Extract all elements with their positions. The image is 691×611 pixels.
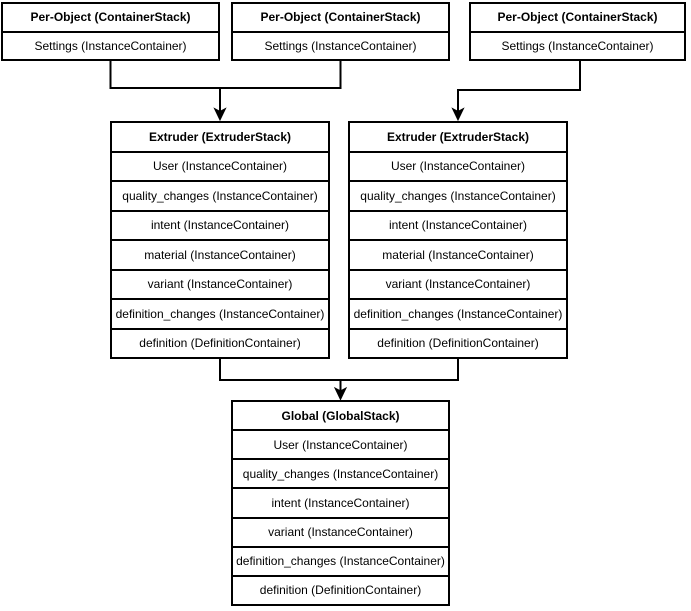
edge-extruder-2-arrowhead-icon	[451, 107, 465, 122]
extruder-stack-1-row-material: material (InstanceContainer)	[112, 241, 328, 271]
per-object-stack-2-row-settings: Settings (InstanceContainer)	[264, 38, 417, 53]
per-object-stack-1-title: Per-Object (ContainerStack)	[3, 4, 218, 33]
extruder-stack-2: Extruder (ExtruderStack) User (InstanceC…	[348, 121, 568, 359]
global-stack-row-intent: intent (InstanceContainer)	[233, 489, 448, 519]
extruder-stack-2-row-user: User (InstanceContainer)	[350, 153, 566, 182]
per-object-stack-2: Per-Object (ContainerStack) Settings (In…	[231, 2, 450, 61]
extruder-stack-2-row-material: material (InstanceContainer)	[350, 241, 566, 271]
extruder-stack-1-row-definition: definition (DefinitionContainer)	[139, 336, 301, 351]
edge-extruder-2-global-line	[340, 359, 459, 381]
per-object-stack-2-title: Per-Object (ContainerStack)	[233, 4, 448, 33]
extruder-stack-2-title: Extruder (ExtruderStack)	[350, 123, 566, 153]
global-stack-row-quality-changes: quality_changes (InstanceContainer)	[233, 460, 448, 490]
edge-global-arrowhead-icon	[333, 386, 348, 401]
extruder-stack-2-row-definition-changes: definition_changes (InstanceContainer)	[350, 300, 566, 330]
edge-extruder-1-global-line	[219, 359, 342, 391]
extruder-stack-2-row-variant: variant (InstanceContainer)	[350, 271, 566, 300]
extruder-stack-1-row-definition-changes: definition_changes (InstanceContainer)	[112, 300, 328, 330]
per-object-stack-3-title: Per-Object (ContainerStack)	[471, 4, 684, 33]
per-object-stack-1-row-settings: Settings (InstanceContainer)	[34, 38, 187, 53]
global-stack-row-definition: definition (DefinitionContainer)	[259, 583, 422, 598]
edge-extruder-1-arrowhead-icon	[213, 107, 227, 122]
extruder-stack-1-row-intent: intent (InstanceContainer)	[112, 212, 328, 241]
per-object-stack-3-row-settings: Settings (InstanceContainer)	[501, 38, 654, 53]
global-stack-row-definition-changes: definition_changes (InstanceContainer)	[233, 548, 448, 577]
global-stack-row-variant: variant (InstanceContainer)	[233, 519, 448, 548]
extruder-stack-1-row-quality-changes: quality_changes (InstanceContainer)	[112, 182, 328, 212]
extruder-stack-1-row-user: User (InstanceContainer)	[112, 153, 328, 182]
extruder-stack-1: Extruder (ExtruderStack) User (InstanceC…	[110, 121, 330, 359]
global-stack-title: Global (GlobalStack)	[233, 402, 448, 432]
edge-per-object-2-extruder-1-line	[220, 61, 342, 89]
global-stack-row-user: User (InstanceContainer)	[233, 431, 448, 461]
per-object-stack-3: Per-Object (ContainerStack) Settings (In…	[469, 2, 686, 61]
edge-per-object-1-extruder-1-line	[109, 61, 221, 112]
extruder-stack-1-row-variant: variant (InstanceContainer)	[112, 271, 328, 300]
extruder-stack-2-row-quality-changes: quality_changes (InstanceContainer)	[350, 182, 566, 212]
extruder-stack-2-row-definition: definition (DefinitionContainer)	[377, 336, 539, 351]
edge-per-object-3-extruder-2-line	[457, 61, 581, 112]
extruder-stack-1-title: Extruder (ExtruderStack)	[112, 123, 328, 153]
global-stack: Global (GlobalStack) User (InstanceConta…	[231, 400, 450, 606]
extruder-stack-2-row-intent: intent (InstanceContainer)	[350, 212, 566, 241]
per-object-stack-1: Per-Object (ContainerStack) Settings (In…	[1, 2, 220, 61]
